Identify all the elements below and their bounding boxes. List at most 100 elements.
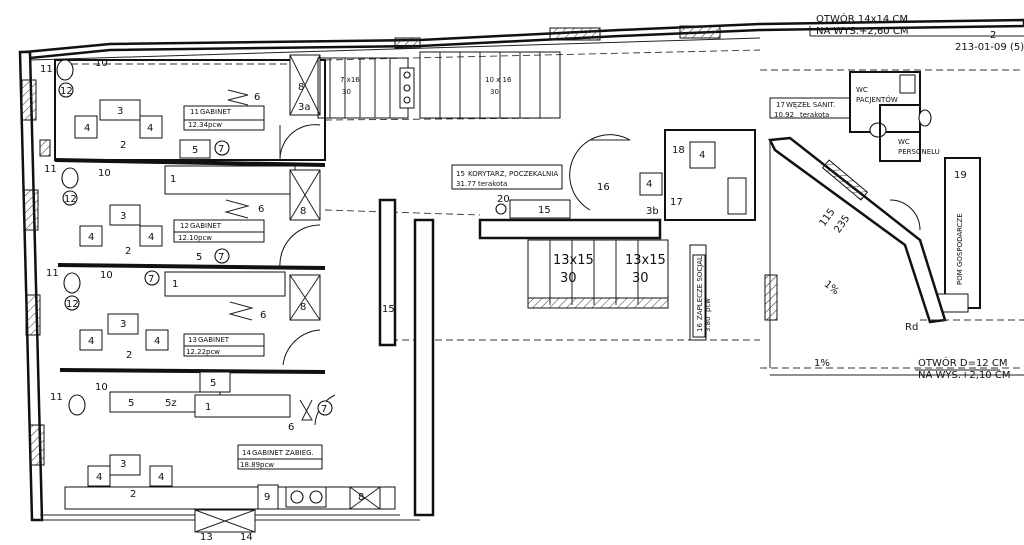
room-area: 10.92 <box>774 111 794 119</box>
eq-15-b: 15 <box>538 205 551 216</box>
corner-ref-2: 213-01-09 <box>955 42 1007 53</box>
eq-15: 15 <box>382 304 395 315</box>
room-labels: 11 GABINET 12.34 pcw 12 GABINET 12.10 pc… <box>178 86 964 469</box>
room-name: GABINET ZABIEG. <box>252 449 314 457</box>
eq-5-d: 5 <box>128 398 134 409</box>
eq-7-d: 7 <box>321 404 327 415</box>
room-area: 3.80 <box>704 316 712 332</box>
eq-5z: 5z <box>165 398 177 409</box>
rd-label: Rd <box>905 322 918 333</box>
room-name: GABINET <box>200 108 232 116</box>
pom-gospodarcze: POM GOSPODARCZE <box>956 213 964 285</box>
eq-4-d: 4 <box>148 232 154 243</box>
eq-6-c: 6 <box>260 310 266 321</box>
eq-5-a: 5 <box>192 145 198 156</box>
room-label-11: 11 GABINET 12.34 pcw <box>188 108 232 129</box>
wc-personelu-1: WC <box>898 138 910 146</box>
room-label-14: 14 GABINET ZABIEG. 18.89 pcw <box>240 449 314 469</box>
wc-pacjentow-2: PACJENTÓW <box>856 95 898 104</box>
eq-11-a: 11 <box>40 64 53 75</box>
room-13 <box>57 263 326 366</box>
slope-1: 1% <box>822 279 841 298</box>
eq-4-j: 4 <box>699 150 705 161</box>
eq-19: 19 <box>954 170 967 181</box>
eq-4-c: 4 <box>88 232 94 243</box>
eq-18: 18 <box>672 145 685 156</box>
eq-6-a: 6 <box>254 92 260 103</box>
eq-12-a: 12 <box>60 86 73 97</box>
eq-1-b: 1 <box>172 279 178 290</box>
stairs-lower <box>549 240 639 305</box>
room-label-15: 15 KORYTARZ, POCZEKALNIA 31.77 terakota <box>451 164 563 190</box>
top-windows <box>394 25 721 49</box>
eq-11-c: 11 <box>46 268 59 279</box>
room-label-12: 12 GABINET 12.10 pcw <box>178 222 222 242</box>
otwor-top-line1: OTWÓR 14x14 CM <box>816 12 908 25</box>
eq-9-a: 9 <box>264 492 270 503</box>
eq-12-c: 12 <box>66 299 79 310</box>
room-name: GABINET <box>190 222 222 230</box>
room-floor: pcw <box>260 461 274 469</box>
room-area: 18.89 <box>240 461 260 469</box>
otwor-top-line2: NA WYS.+2,60 CM <box>816 26 908 37</box>
room-area: 12.22 <box>186 348 206 356</box>
room-label-17: 17 WĘZEŁ SANIT. 10.92 terakota <box>774 101 835 119</box>
otwor-bottom-line1: OTWÓR D=12 CM <box>918 356 1007 369</box>
room-area: 31.77 <box>456 180 476 188</box>
room-id: 11 <box>190 108 199 116</box>
eq-1-c: 1 <box>205 402 211 413</box>
eq-14: 14 <box>240 532 253 543</box>
eq-4-i: 4 <box>646 179 652 190</box>
sanitary-zone <box>764 71 1024 368</box>
eq-11-b: 11 <box>44 164 57 175</box>
eq-10-d: 10 <box>95 382 108 393</box>
ramp-235: 235 <box>832 213 852 235</box>
room-11 <box>54 54 326 161</box>
eq-4-a: 4 <box>84 123 90 134</box>
eq-2-b: 2 <box>125 246 131 257</box>
eq-6-b: 6 <box>258 204 264 215</box>
stairs-10x16: 10 x 16 <box>485 76 512 84</box>
room-name: GABINET <box>198 336 230 344</box>
eq-2-d: 2 <box>130 489 136 500</box>
eq-10-a: 10 <box>95 58 108 69</box>
room-floor: terakota <box>800 111 829 119</box>
room-area: 12.10 <box>178 234 198 242</box>
room-name: ZAPLECZE SOCJAL. <box>696 254 704 320</box>
eq-8-d: 8 <box>358 492 364 503</box>
stairs-10x16-n: 30 <box>490 88 499 96</box>
room-id: 14 <box>242 449 251 457</box>
stairs-13x15-a-n: 30 <box>560 271 577 286</box>
stairs-13x15-b: 13x15 <box>625 253 666 268</box>
eq-6-d: 6 <box>288 422 294 433</box>
eq-3b: 3b <box>646 206 659 217</box>
eq-7-c: 7 <box>148 274 154 285</box>
room-floor: pcw <box>198 234 212 242</box>
wc-pacjentow-1: WC <box>856 86 868 94</box>
room-floor: pcw <box>206 348 220 356</box>
room-floor: pcw <box>208 121 222 129</box>
stairs-13x15-a: 13x15 <box>553 253 594 268</box>
eq-11-d: 11 <box>50 392 63 403</box>
annotation-top: OTWÓR 14x14 CM NA WYS.+2,60 CM 2 213-01-… <box>809 12 1024 53</box>
stairs-7x16-n: 30 <box>342 88 351 96</box>
room-12 <box>54 158 326 269</box>
eq-20: 20 <box>497 194 510 205</box>
otwor-bottom-line2: NA WYS.+2,10 CM <box>918 370 1010 381</box>
equipment-numbers: 11 10 12 3 4 4 2 5 7 6 8 3a 11 10 12 1 3… <box>40 58 967 543</box>
eq-4-g: 4 <box>96 472 102 483</box>
eq-8-a: 8 <box>298 82 304 93</box>
eq-13: 13 <box>200 532 213 543</box>
eq-2-c: 2 <box>126 350 132 361</box>
stairs-13x15-b-n: 30 <box>632 271 649 286</box>
eq-12-b: 12 <box>64 194 77 205</box>
eq-7-b: 7 <box>218 252 224 263</box>
room-area: 12.34 <box>188 121 209 129</box>
slope-2: 1% <box>814 358 830 369</box>
corner-ref-3: (5) <box>1010 42 1024 53</box>
room-id: 12 <box>180 222 189 230</box>
stair-labels: 7 x16 30 10 x 16 30 13x15 30 13x15 30 <box>340 76 666 286</box>
outer-walls <box>18 18 1024 522</box>
room-14 <box>59 368 396 533</box>
eq-8-b: 8 <box>300 206 306 217</box>
